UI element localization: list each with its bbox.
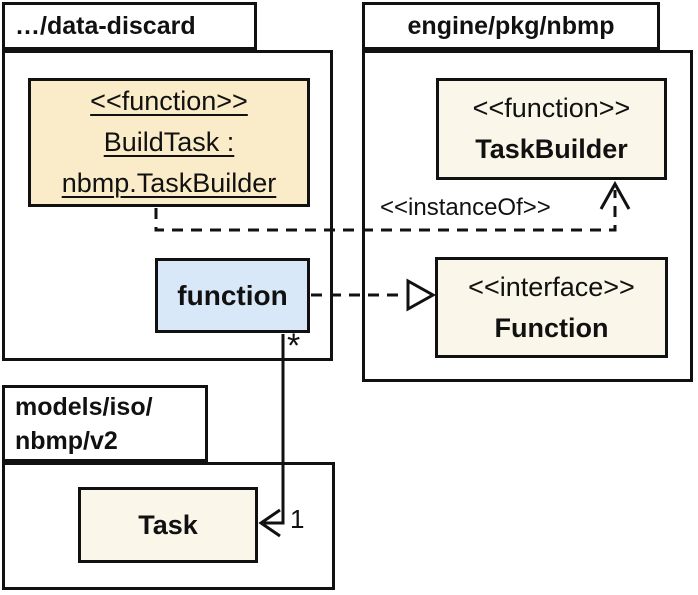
node-buildtask-name[interactable]: BuildTask : xyxy=(103,127,235,157)
node-taskbuilder: <<function>> TaskBuilder xyxy=(436,78,667,180)
package-engine-tab: engine/pkg/nbmp xyxy=(362,2,660,50)
node-buildtask-type[interactable]: nbmp.TaskBuilder xyxy=(61,168,277,198)
package-models-title-line1: models/iso/ xyxy=(15,392,153,421)
node-function-instance-name: function xyxy=(177,280,288,311)
node-task: Task xyxy=(78,487,258,563)
node-buildtask[interactable]: <<function>> BuildTask : nbmp.TaskBuilde… xyxy=(28,78,310,207)
package-models-tab: models/iso/nbmp/v2 xyxy=(2,385,208,462)
package-engine-title: engine/pkg/nbmp xyxy=(407,11,615,40)
package-data-discard-tab: …/data-discard xyxy=(2,2,257,50)
node-taskbuilder-name: TaskBuilder xyxy=(475,134,628,164)
multiplicity-star-label: * xyxy=(287,327,301,365)
realization-arrowhead xyxy=(406,278,437,312)
node-function-interface: <<interface>> Function xyxy=(435,257,668,358)
package-models-title: models/iso/nbmp/v2 xyxy=(5,390,163,458)
instanceof-connector xyxy=(154,190,617,232)
instanceof-arrowhead xyxy=(599,180,631,210)
package-models-title-line2: nbmp/v2 xyxy=(15,426,118,455)
node-function-interface-name: Function xyxy=(494,312,609,343)
instanceof-label: <<instanceOf>> xyxy=(380,194,551,221)
multiplicity-one-label: 1 xyxy=(290,504,305,534)
association-arrowhead xyxy=(258,508,281,538)
association-connector xyxy=(264,334,285,525)
node-function-interface-stereotype: <<interface>> xyxy=(468,271,635,302)
node-task-name: Task xyxy=(138,509,198,540)
node-function-instance: function xyxy=(155,258,310,333)
node-buildtask-stereotype[interactable]: <<function>> xyxy=(90,86,248,116)
package-data-discard-title: …/data-discard xyxy=(15,11,196,40)
node-taskbuilder-stereotype: <<function>> xyxy=(472,93,631,123)
